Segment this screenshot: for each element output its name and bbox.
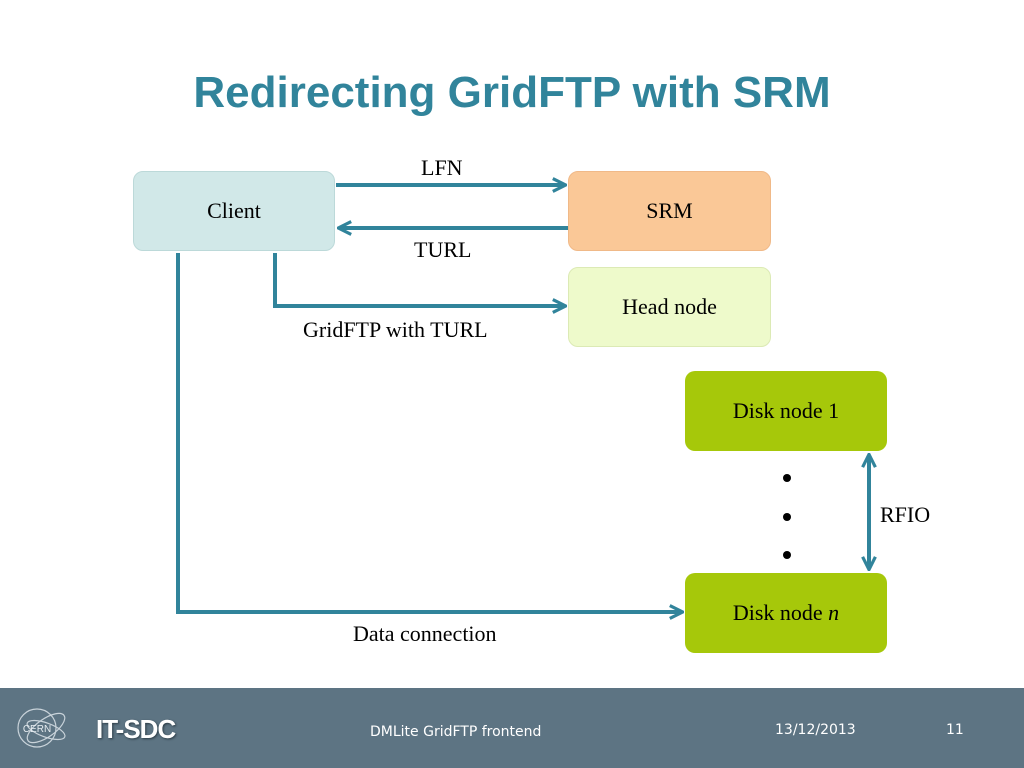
disk-node-n-label: Disk node n	[733, 600, 839, 626]
ellipsis-dot	[783, 513, 791, 521]
footer-date: 13/12/2013	[775, 722, 856, 738]
lfn-label: LFN	[421, 155, 463, 180]
turl-label: TURL	[414, 237, 472, 262]
ellipsis-dot	[783, 551, 791, 559]
rfio-label: RFIO	[880, 502, 931, 527]
disk-node-n: Disk node n	[685, 573, 887, 653]
brand-name: IT-SDC	[96, 714, 176, 744]
ellipsis-dot	[783, 474, 791, 482]
cern-logo-icon: CERN	[17, 708, 66, 748]
footer-bar: CERN IT-SDC DMLite GridFTP frontend 13/1…	[0, 688, 1024, 768]
client-label: Client	[207, 198, 261, 223]
data-connection-label: Data connection	[353, 621, 497, 646]
disk-node-1: Disk node 1	[685, 371, 887, 451]
footer-subtitle: DMLite GridFTP frontend	[370, 724, 542, 740]
disk-node-n-prefix: Disk node	[732, 600, 829, 625]
gridftp-arrow	[273, 253, 564, 306]
head-node: Head node	[568, 267, 771, 347]
disk-node-n-variable: n	[828, 600, 840, 625]
gridftp-label: GridFTP with TURL	[303, 317, 488, 342]
arrows-layer	[176, 0, 1024, 690]
disk-node-1-label: Disk node 1	[732, 398, 840, 423]
cern-logo-text: CERN	[23, 724, 51, 735]
data-connection-arrow	[176, 253, 681, 612]
srm-node: SRM	[568, 171, 771, 251]
head-node-label: Head node	[622, 294, 717, 319]
slide-title: Redirecting GridFTP with SRM	[193, 68, 831, 117]
client-node: Client	[133, 171, 335, 251]
page-number: 11	[946, 722, 964, 738]
srm-label: SRM	[646, 198, 693, 223]
